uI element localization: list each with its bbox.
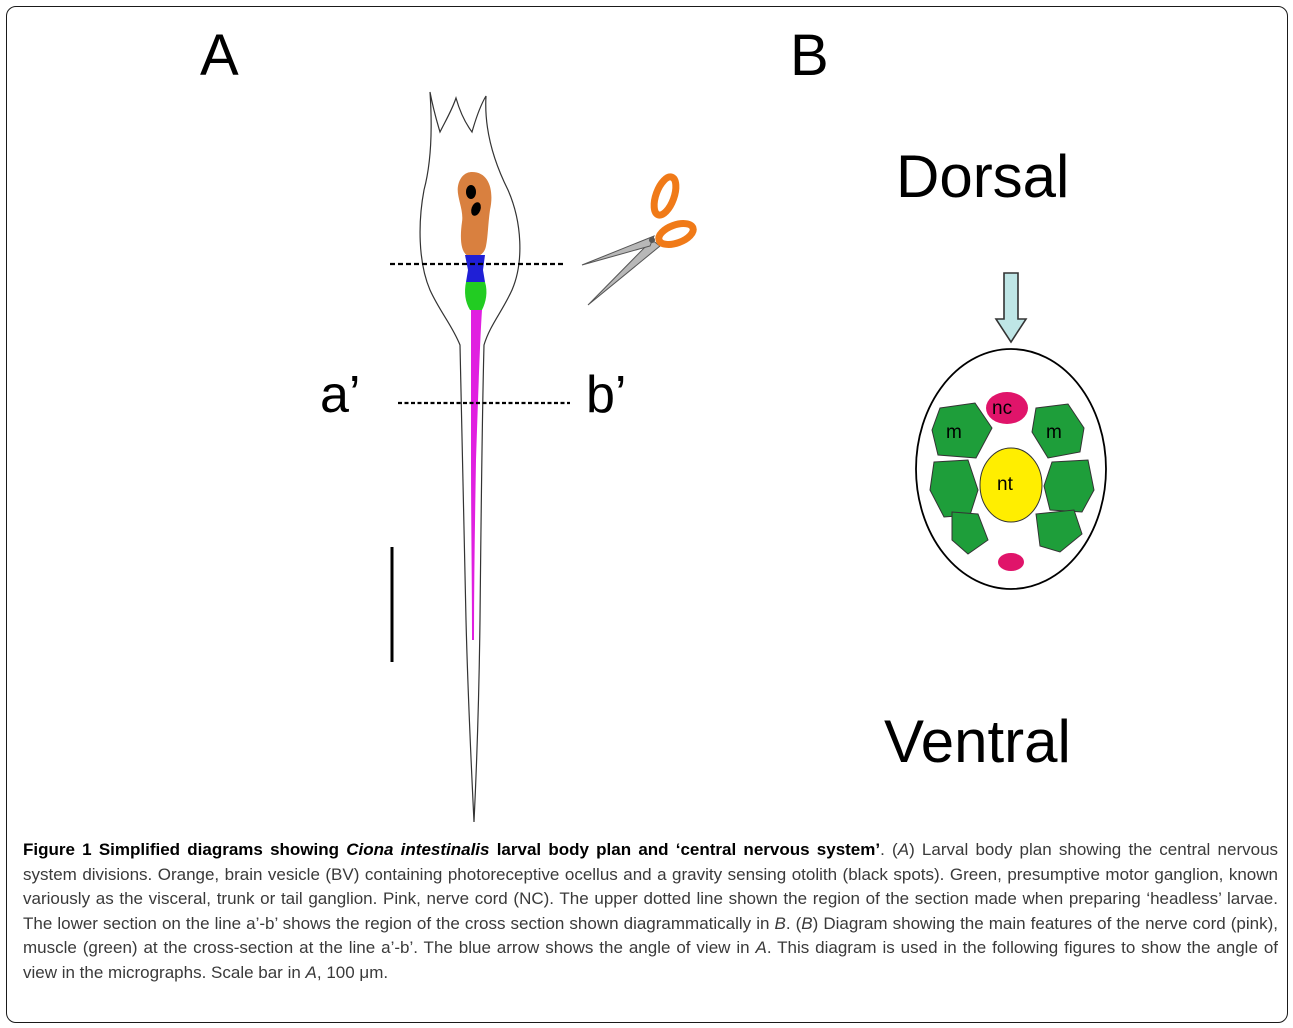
caption-title: Figure 1 Simplified diagrams showing Cio…: [23, 840, 880, 859]
panel-a-label: A: [200, 23, 239, 88]
figure-illustration: A a’ b’ B Dorsal nc m m nt: [0, 0, 1293, 840]
label-m-left: m: [946, 422, 962, 443]
label-nc: nc: [992, 398, 1012, 419]
muscle-block-mid-right: [1044, 460, 1094, 512]
marker-b-label: b’: [586, 366, 626, 424]
blue-segment: [465, 255, 485, 282]
ventral-cord-cross-section: [998, 553, 1024, 571]
ventral-label: Ventral: [884, 708, 1071, 775]
ocellus-spot: [466, 185, 476, 199]
scissors-icon: [582, 174, 696, 305]
figure-caption: Figure 1 Simplified diagrams showing Cio…: [23, 838, 1278, 985]
view-direction-arrow: [996, 273, 1026, 342]
panel-b-label: B: [790, 23, 829, 88]
label-nt: nt: [997, 474, 1014, 495]
dorsal-label: Dorsal: [896, 143, 1069, 210]
caption-species: Ciona intestinalis: [346, 840, 489, 859]
motor-ganglion: [465, 282, 486, 310]
marker-a-label: a’: [320, 366, 360, 424]
label-m-right: m: [1046, 422, 1062, 443]
